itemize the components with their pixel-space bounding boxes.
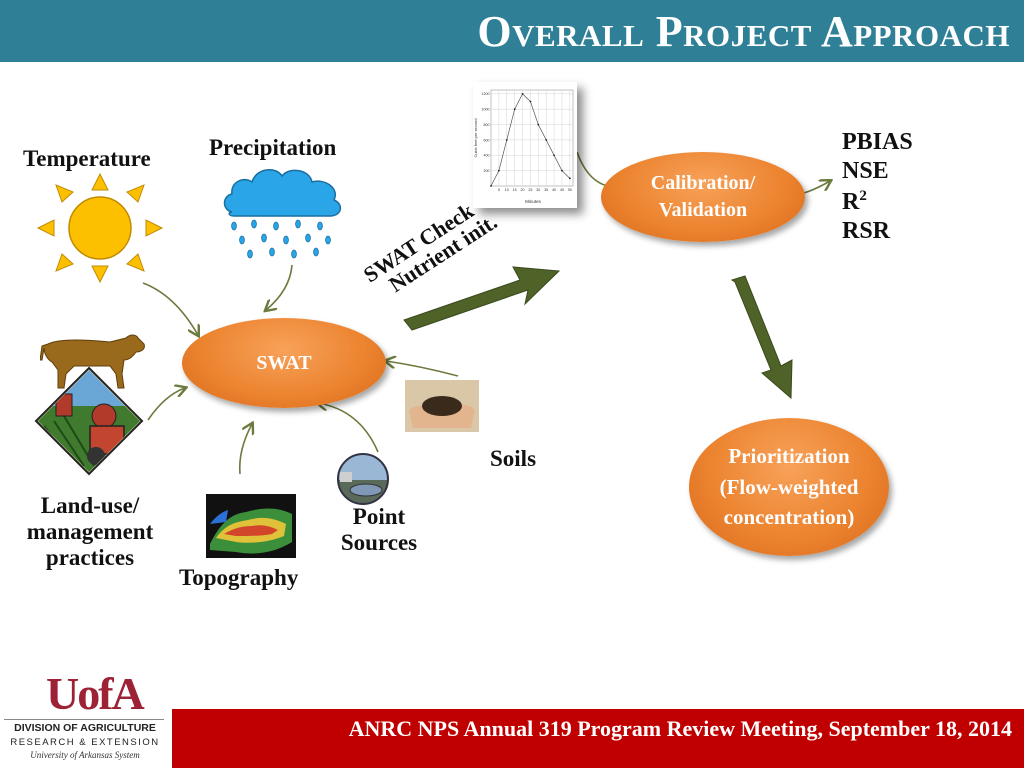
logo-line-university: University of Arkansas System: [30, 750, 140, 760]
pointsources-to-swat-arrow: [318, 403, 379, 453]
point-sources-label: Point Sources: [331, 504, 427, 556]
logo-line-division: DIVISION OF AGRICULTURE: [14, 722, 156, 734]
metric-nse: NSE: [842, 158, 889, 185]
hydrograph-y-tick: 1000: [482, 108, 490, 112]
hydrograph-x-tick: 5: [498, 188, 500, 192]
footer-bar: [172, 709, 1024, 768]
landuse-label-line: management: [26, 518, 154, 544]
point-sources-image: [337, 453, 389, 505]
sun-icon: [36, 172, 164, 284]
uofa-logo-mark: UofA: [46, 668, 145, 719]
hydrograph-y-tick: 200: [484, 169, 490, 173]
hydrograph-chart: Cubic feet per second Minutes 1200 1000 80…: [473, 89, 574, 204]
hydrograph-x-tick: 15: [513, 188, 517, 192]
hydrograph-y-tick: 600: [484, 138, 490, 142]
metric-r2-exponent: 2: [859, 187, 867, 204]
metrics-list: PBIAS NSE R2 RSR: [842, 128, 913, 246]
title-bar: [0, 0, 1024, 62]
hydrograph-point: [497, 169, 500, 172]
hydrograph-point: [537, 123, 540, 126]
swat-to-calibration-big-arrow: [403, 266, 561, 331]
hydrograph-x-tick: 40: [552, 188, 556, 192]
landuse-label-line: Land-use/: [40, 493, 140, 518]
hydrograph-x-tick: 20: [521, 188, 525, 192]
hydrograph-point: [490, 185, 492, 187]
hydrograph-point: [561, 169, 563, 172]
point-sources-label-line: Point: [352, 504, 406, 529]
landuse-label: Land-use/ management practices: [10, 493, 170, 570]
topography-to-swat-arrow: [238, 424, 252, 475]
calibration-to-prioritization-big-arrow: [730, 275, 793, 400]
logo-rule: [4, 719, 164, 720]
temperature-to-swat-arrow: [142, 282, 198, 335]
soils-image: [405, 380, 479, 432]
hydrograph-point: [521, 92, 524, 95]
soils-label: Soils: [490, 446, 537, 471]
hydrograph-x-tick: 10: [505, 188, 509, 192]
prioritization-node-label: Prioritization: [728, 444, 850, 469]
hydrograph-x-tick: 50: [568, 188, 572, 192]
landuse-to-swat-arrow: [147, 388, 185, 421]
logo-line-research: RESEARCH & EXTENSION: [10, 737, 160, 748]
hydrograph-y-tick: 800: [484, 123, 490, 127]
hydrograph-x-tick: 25: [528, 188, 532, 192]
calibration-node-label: Calibration/: [650, 172, 756, 194]
hydrograph-xlabel: Minutes: [525, 199, 542, 204]
hydrograph-point: [545, 139, 548, 141]
metric-rsr: RSR: [842, 217, 891, 244]
division-logo-text: DIVISION OF AGRICULTURE RESEARCH & EXTEN…: [4, 722, 166, 760]
hydrograph-chart-frame: Cubic feet per second Minutes 1200 1000 80…: [473, 82, 577, 208]
hydrograph-x-tick: 35: [544, 188, 548, 192]
hydrograph-point: [529, 100, 532, 103]
hydrograph-ylabel: Cubic feet per second: [473, 119, 478, 158]
hydrograph-point: [513, 108, 516, 111]
hydrograph-plot-frame: [490, 89, 574, 187]
hydrograph-x-tick: 30: [536, 188, 540, 192]
prioritization-node-label: (Flow-weighted: [719, 474, 859, 499]
hydrograph-point: [553, 154, 555, 157]
topography-label: Topography: [179, 565, 299, 590]
hydrograph-point: [568, 177, 571, 180]
temperature-label: Temperature: [23, 146, 151, 171]
prioritization-node-label: concentration): [723, 505, 855, 530]
point-sources-label-line: Sources: [340, 529, 418, 555]
farm-management-icon: [34, 366, 144, 476]
topography-image: [206, 494, 296, 558]
metric-r2-base: R: [842, 188, 860, 215]
precipitation-to-swat-arrow: [266, 264, 293, 310]
hydrograph-y-tick: 1200: [482, 92, 490, 96]
calibration-node: Calibration/ Validation: [601, 152, 805, 242]
metric-r2: R2: [842, 187, 913, 217]
footer-text: ANRC NPS Annual 319 Program Review Meeti…: [348, 716, 1012, 741]
landuse-label-line: practices: [45, 544, 135, 570]
page-title: Overall Project Approach: [477, 7, 1010, 56]
hydrograph-x-tick: 45: [560, 188, 564, 192]
swat-node: SWAT: [182, 318, 386, 408]
hydrograph-y-tick: 400: [484, 154, 490, 158]
calibration-node-label: Validation: [658, 199, 748, 221]
precipitation-label: Precipitation: [209, 135, 337, 160]
prioritization-node: Prioritization (Flow-weighted concentrat…: [689, 418, 889, 556]
metric-pbias: PBIAS: [842, 129, 913, 155]
cow-icon: [40, 334, 145, 389]
rain-cloud-icon: [223, 169, 342, 259]
hydrograph-point: [505, 139, 508, 141]
soils-to-swat-arrow: [386, 361, 459, 377]
swat-node-label: SWAT: [256, 351, 312, 374]
